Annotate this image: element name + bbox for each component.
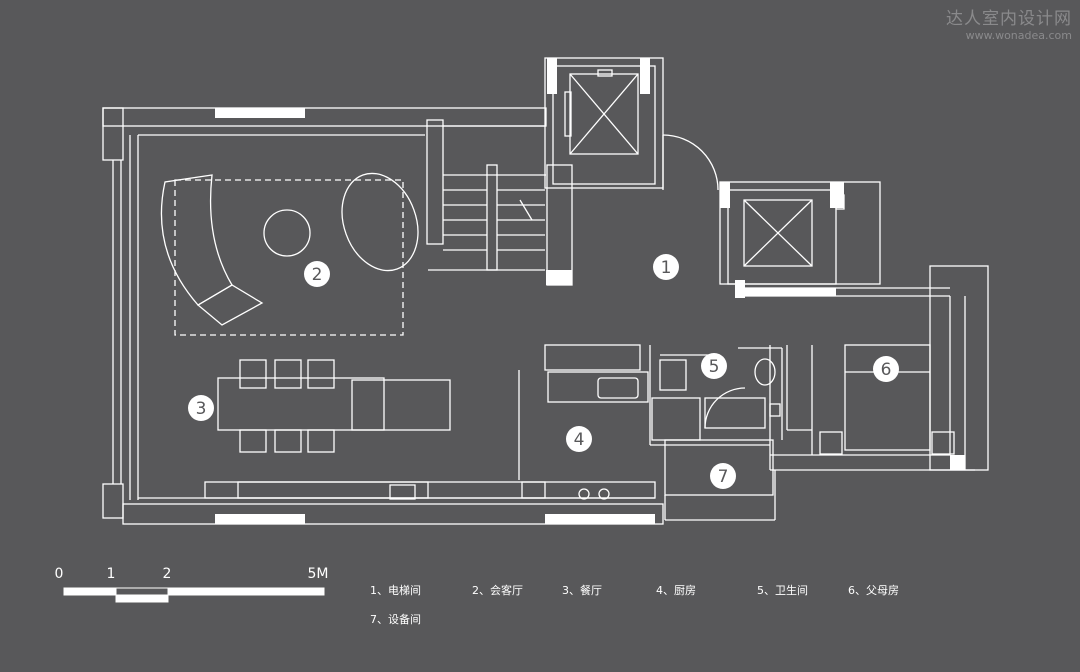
legend-item-5: 5、卫生间	[757, 583, 808, 597]
room-legend: 1、电梯间 2、会客厅 3、餐厅 4、厨房 5、卫生间 6、父母房 7、设备间	[370, 583, 899, 626]
legend-item-1: 1、电梯间	[370, 584, 421, 597]
kitchen-bath-walls	[544, 344, 783, 521]
room-5-label: 5	[701, 353, 727, 379]
svg-text:2: 2	[312, 265, 323, 285]
watermark: 达人室内设计网 www.wonadea.com	[946, 4, 1072, 42]
scale-label-2: 2	[163, 566, 172, 582]
svg-text:5: 5	[709, 357, 720, 377]
scale-label-0: 0	[55, 566, 64, 582]
legend-item-4: 4、厨房	[656, 584, 696, 597]
legend-item-6: 6、父母房	[848, 584, 899, 597]
room-2-label: 2	[304, 261, 330, 287]
furniture-living	[160, 172, 419, 336]
elevator-shafts	[544, 57, 881, 286]
wall-solid-fills	[215, 58, 965, 524]
watermark-title: 达人室内设计网	[946, 9, 1072, 29]
svg-text:4: 4	[574, 430, 585, 450]
room-4-label: 4	[566, 426, 592, 452]
legend-item-7: 7、设备间	[370, 612, 421, 626]
svg-text:6: 6	[881, 360, 892, 380]
room-3-label: 3	[188, 395, 214, 421]
legend-item-2: 2、会客厅	[472, 583, 523, 597]
furniture-dining	[204, 359, 656, 500]
room-6-label: 6	[873, 356, 899, 382]
exterior-walls	[102, 107, 664, 525]
scale-label-1: 1	[107, 566, 116, 582]
room-labels: 1 2 3 4 5 6 7	[188, 254, 899, 489]
scale-bar: 0 1 2 5M	[55, 566, 329, 603]
staircase	[426, 119, 546, 271]
svg-text:3: 3	[196, 399, 207, 419]
room-7-label: 7	[710, 463, 736, 489]
watermark-url: www.wonadea.com	[965, 29, 1072, 42]
scale-label-5m: 5M	[308, 566, 329, 582]
svg-text:1: 1	[661, 258, 672, 278]
room-1-label: 1	[653, 254, 679, 280]
svg-text:7: 7	[718, 467, 729, 487]
bedroom-walls	[736, 265, 989, 471]
legend-item-3: 3、餐厅	[562, 583, 602, 597]
